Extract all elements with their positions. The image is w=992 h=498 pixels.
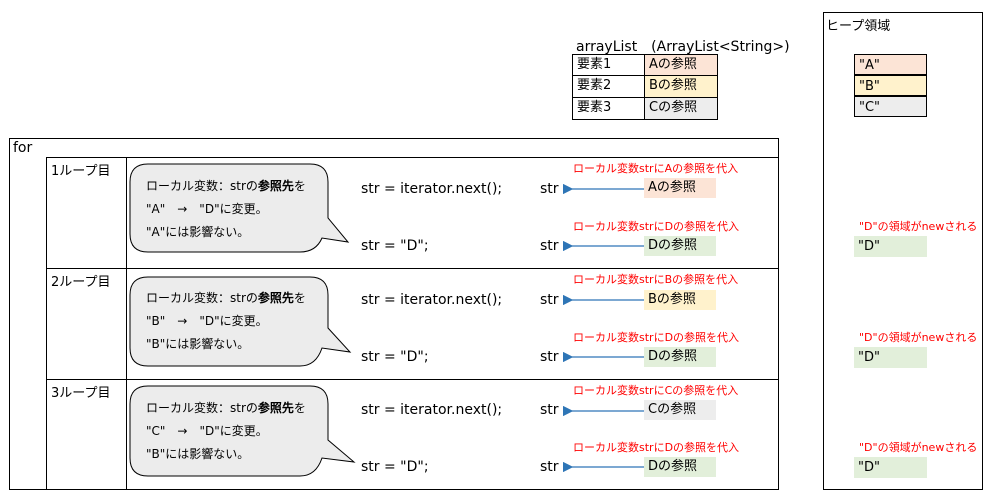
iteration-label: 1ループ目 [51, 164, 111, 179]
divider [46, 157, 779, 158]
assign-note: ローカル変数strにDの参照を代入 [573, 441, 740, 454]
variable-str: str [540, 402, 559, 418]
code-line: str = iterator.next(); [361, 402, 503, 418]
arraylist-row-ref: Cの参照 [645, 98, 718, 120]
variable-str: str [540, 349, 559, 365]
arraylist-row-label: 要素2 [573, 76, 645, 98]
reference-box: Cの参照 [644, 400, 716, 420]
bubble-line: "B"には影響ない。 [146, 337, 250, 351]
bubble-line: ローカル変数：strの参照先を [146, 179, 306, 193]
arraylist-row-ref: Bの参照 [645, 76, 718, 98]
heap-cell-d: "D" [854, 236, 927, 257]
heap-note: "D"の領域がnewされる [859, 441, 978, 454]
divider [46, 268, 779, 269]
heap-note: "D"の領域がnewされる [859, 331, 978, 344]
arraylist-header: arrayList (ArrayList<String>) [576, 39, 790, 55]
reference-box: Dの参照 [644, 457, 716, 477]
heap-note: "D"の領域がnewされる [859, 220, 978, 233]
assign-note: ローカル変数strにBの参照を代入 [573, 273, 739, 286]
code-line: str = iterator.next(); [361, 181, 503, 197]
heap-cell-c: "C" [854, 96, 927, 117]
bubble-line: "C" → "D"に変更。 [146, 424, 268, 438]
bubble-line: "A" → "D"に変更。 [146, 202, 268, 216]
arraylist-table: 要素1 Aの参照 要素2 Bの参照 要素3 Cの参照 [572, 54, 718, 120]
bubble-line: ローカル変数：strの参照先を [146, 401, 306, 415]
variable-str: str [540, 459, 559, 475]
assign-note: ローカル変数strにDの参照を代入 [573, 331, 740, 344]
arraylist-row-label: 要素3 [573, 98, 645, 120]
for-label: for [13, 140, 33, 156]
bubble-line: ローカル変数：strの参照先を [146, 291, 306, 305]
assign-note: ローカル変数strにDの参照を代入 [573, 220, 740, 233]
reference-box: Bの参照 [644, 290, 716, 310]
divider [46, 379, 779, 380]
code-line: str = iterator.next(); [361, 292, 503, 308]
code-line: str = "D"; [361, 459, 429, 475]
variable-str: str [540, 181, 559, 197]
code-line: str = "D"; [361, 349, 429, 365]
heap-cell-a: "A" [854, 54, 927, 75]
reference-box: Aの参照 [644, 178, 716, 198]
for-loop-block [9, 138, 779, 490]
heap-title: ヒープ領域 [826, 19, 891, 34]
heap-cell-d: "D" [854, 457, 927, 478]
reference-box: Dの参照 [644, 347, 716, 367]
heap-cell-d: "D" [854, 347, 927, 368]
divider [46, 157, 47, 490]
heap-area [823, 12, 983, 490]
iteration-label: 3ループ目 [51, 386, 111, 401]
bubble-line: "B" → "D"に変更。 [146, 314, 268, 328]
variable-str: str [540, 238, 559, 254]
variable-str: str [540, 292, 559, 308]
assign-note: ローカル変数strにAの参照を代入 [573, 162, 739, 175]
iteration-label: 2ループ目 [51, 275, 111, 290]
bubble-line: "B"には影響ない。 [146, 447, 250, 461]
bubble-line: "A"には影響ない。 [146, 225, 250, 239]
divider [126, 157, 127, 490]
code-line: str = "D"; [361, 238, 429, 254]
arraylist-row-ref: Aの参照 [645, 55, 718, 76]
reference-box: Dの参照 [644, 236, 716, 256]
arraylist-row-label: 要素1 [573, 55, 645, 76]
assign-note: ローカル変数strにCの参照を代入 [573, 384, 739, 397]
heap-cell-b: "B" [854, 75, 927, 96]
